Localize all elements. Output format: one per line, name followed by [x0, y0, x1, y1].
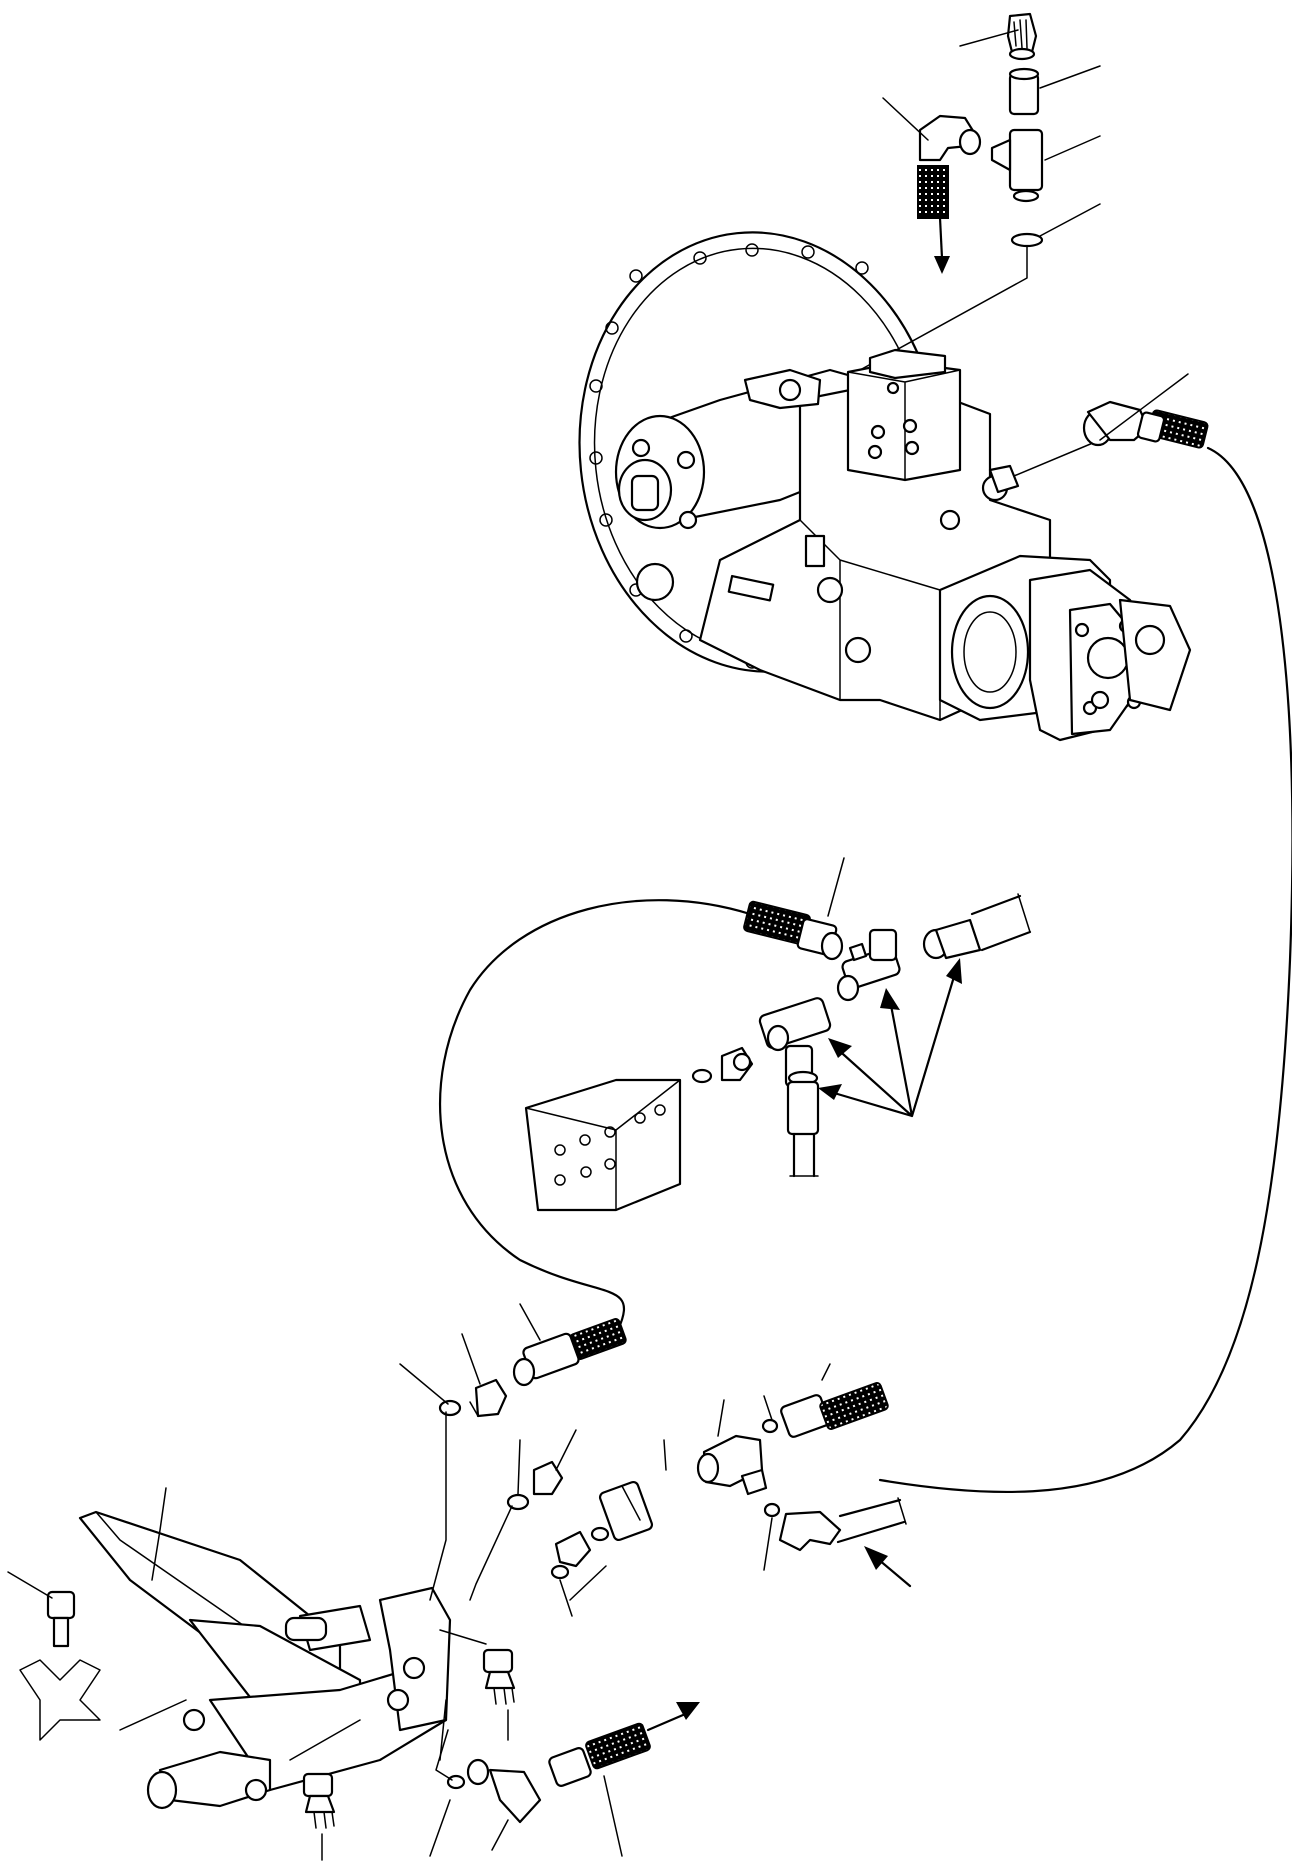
manifold-tee-assembly: [524, 857, 1032, 1212]
o-ring: [1010, 232, 1044, 248]
pump-to-valve-hose: [878, 373, 1292, 1494]
switch-tee: [663, 1395, 779, 1496]
gear-pump: [938, 554, 1192, 742]
hose-end-lower: [512, 1318, 627, 1387]
tee-fitting: [990, 128, 1044, 203]
pedal-adapter-a: [469, 1378, 508, 1418]
hose-end-upper: [743, 900, 868, 962]
lower-elbow-hose: [429, 1702, 700, 1857]
hose-elbow-end-top: [1082, 400, 1209, 449]
elbow-hose-end: [917, 114, 982, 274]
right-fittings: [550, 1363, 912, 1617]
manifold-block: [524, 1078, 682, 1212]
cap-screw: [7, 1571, 101, 1741]
top-fitting-assembly: [859, 12, 1101, 371]
upper-hose-end: [780, 1363, 889, 1438]
adapter-sleeve: [1008, 67, 1040, 116]
hydraulic-pump: [578, 231, 1192, 742]
manifold-o-ring: [691, 1068, 713, 1084]
sleeve-adapter: [550, 1480, 654, 1617]
foot-pedal: [78, 1487, 362, 1722]
upper-pipe: [922, 893, 1032, 960]
pedal-valve-assembly: [7, 1333, 912, 1861]
pedal-adapter-b: [506, 1429, 577, 1511]
pressure-switch-b: [289, 1719, 361, 1861]
down-pipe: [786, 1070, 820, 1178]
secondary-tee: [836, 928, 901, 1002]
manifold-adapter: [720, 1046, 754, 1082]
pointer-arrows: [818, 958, 962, 1118]
pressure-switch-a: [439, 1629, 516, 1741]
return-elbow: [763, 1497, 912, 1588]
test-port-cap: [1006, 12, 1038, 61]
valve-to-manifold-hose: [439, 899, 752, 1387]
pedal-valve-body: [119, 1586, 452, 1810]
pump-regulator-block: [846, 348, 962, 482]
